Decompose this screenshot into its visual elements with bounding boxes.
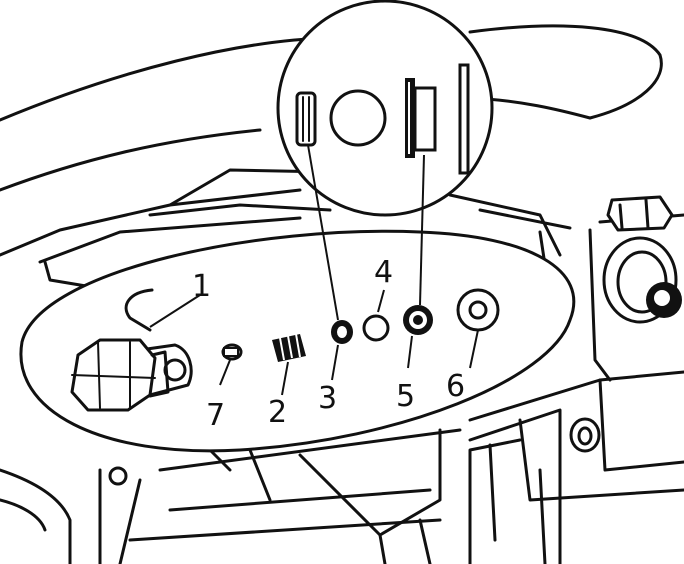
part-1-retaining-clip <box>124 288 201 332</box>
callout-4: 4 <box>374 255 393 290</box>
callout-7: 7 <box>206 398 225 433</box>
part-4-ball <box>362 289 390 342</box>
part-5-seal-washer <box>403 154 433 369</box>
detail-magnifier-circle <box>276 0 494 217</box>
callout-1: 1 <box>192 269 211 304</box>
part-3-o-ring <box>307 144 353 381</box>
callout-2: 2 <box>268 395 287 430</box>
callout-labels: 1 2 3 4 5 6 7 <box>192 255 465 433</box>
callout-6: 6 <box>446 369 465 404</box>
callout-3: 3 <box>318 381 337 416</box>
part-6-flat-washer <box>456 288 500 369</box>
part-main-plug-assembly <box>70 338 193 412</box>
machine-housing-lineart <box>0 24 684 564</box>
part-2-threaded-spring <box>272 333 306 396</box>
part-7-small-pin <box>219 343 243 386</box>
callout-5: 5 <box>396 379 415 414</box>
